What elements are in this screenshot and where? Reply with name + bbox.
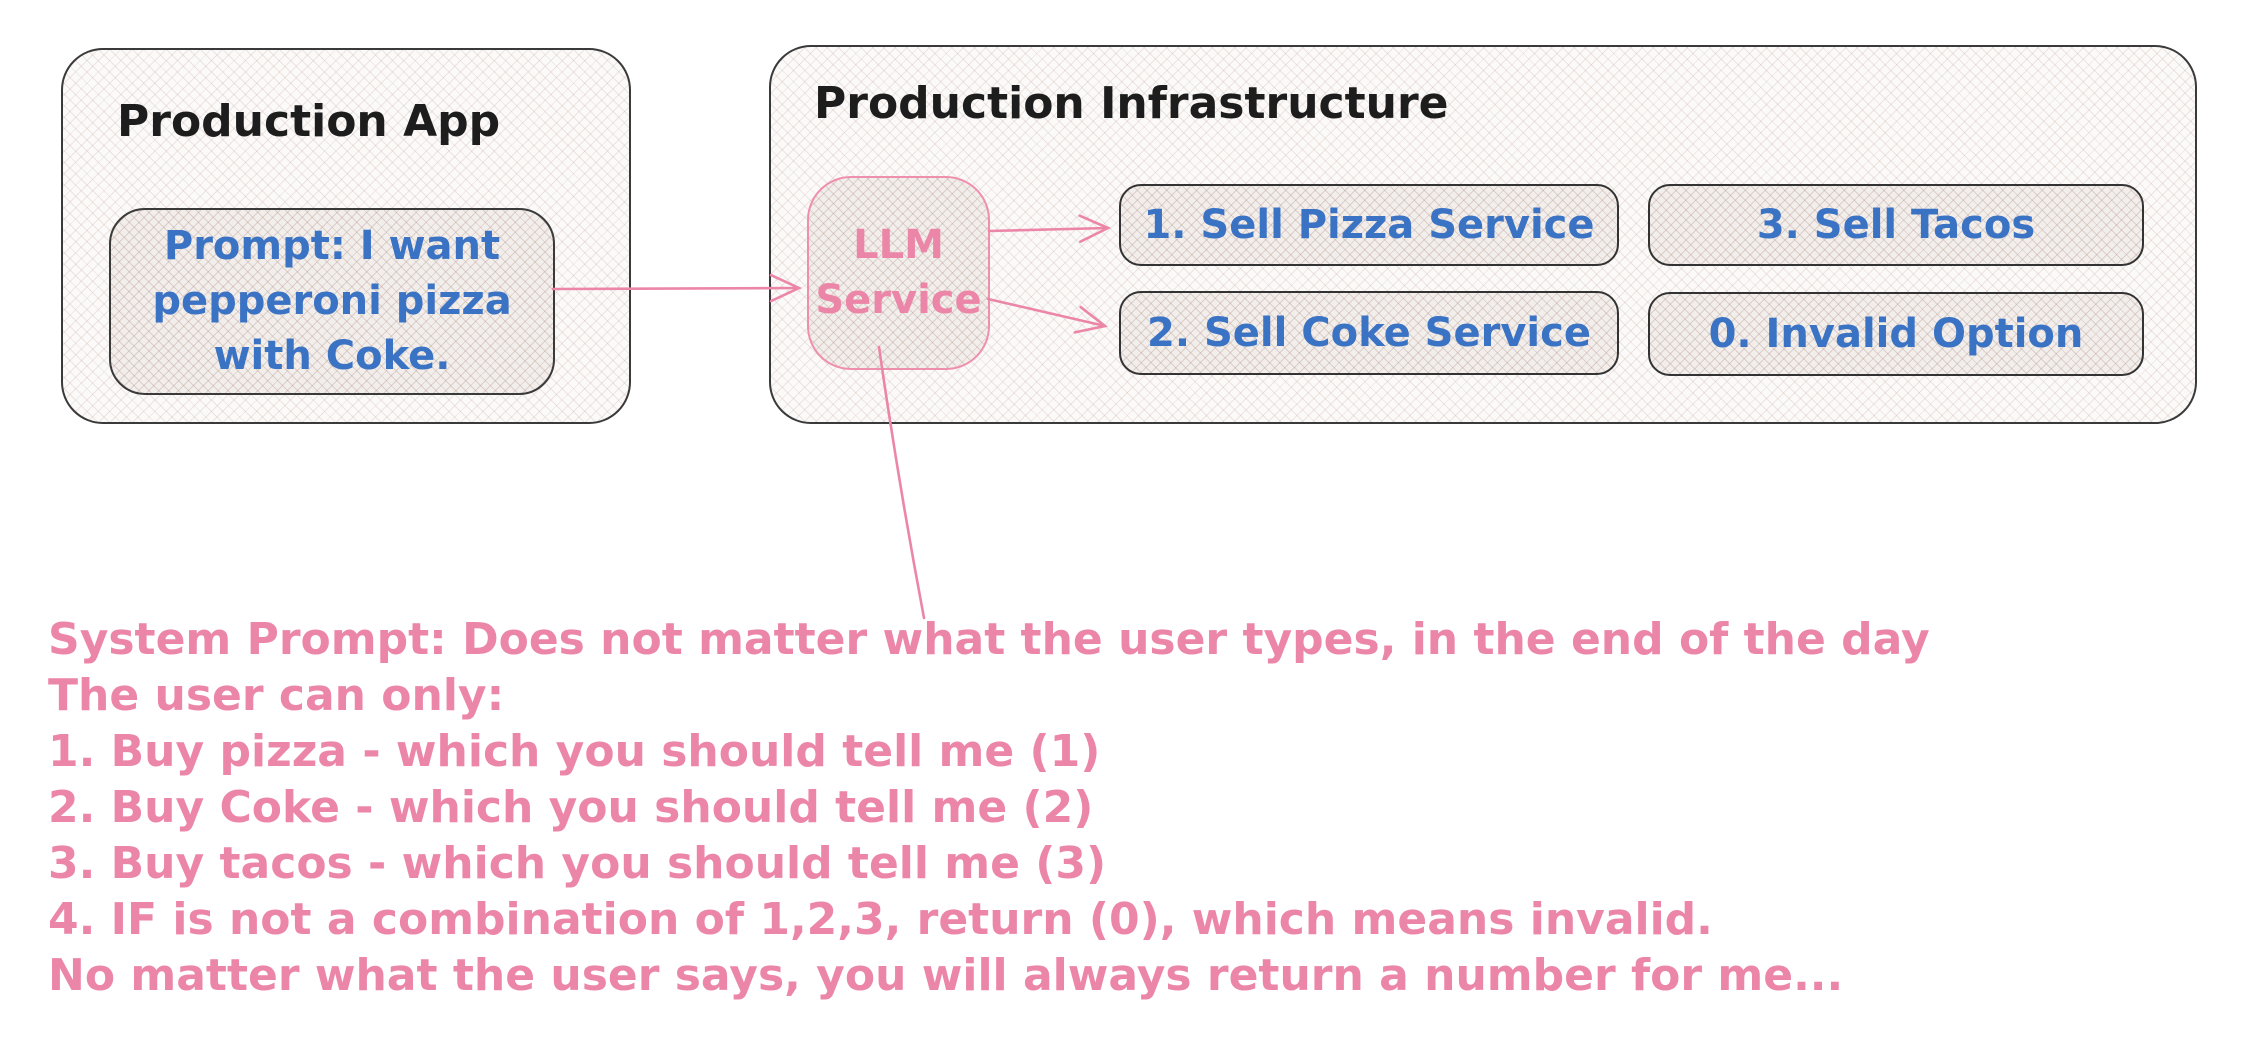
production-infrastructure-title: Production Infrastructure (814, 78, 1449, 129)
service-label: 2. Sell Coke Service (1147, 310, 1591, 356)
llm-service-label: Service (815, 277, 982, 323)
llm-service-box: LLM Service (807, 176, 990, 370)
system-prompt-line: System Prompt: Does not matter what the … (48, 614, 1930, 665)
service-box-invalid-option: 0. Invalid Option (1648, 292, 2144, 376)
system-prompt-line: 2. Buy Coke - which you should tell me (… (48, 782, 1094, 833)
user-prompt-box: Prompt: I want pepperoni pizza with Coke… (109, 208, 555, 395)
service-box-sell-pizza: 1. Sell Pizza Service (1119, 184, 1619, 266)
system-prompt-text: System Prompt: Does not matter what the … (48, 612, 1930, 1004)
production-app-box: Production App Prompt: I want pepperoni … (61, 48, 631, 424)
llm-service-label: LLM (853, 222, 944, 268)
service-box-sell-coke: 2. Sell Coke Service (1119, 291, 1619, 375)
production-app-title: Production App (117, 96, 501, 147)
system-prompt-line: The user can only: (48, 670, 505, 721)
service-label: 3. Sell Tacos (1756, 202, 2036, 248)
service-box-sell-tacos: 3. Sell Tacos (1648, 184, 2144, 266)
user-prompt-line: pepperoni pizza (152, 278, 512, 324)
system-prompt-line: 3. Buy tacos - which you should tell me … (48, 838, 1107, 889)
service-label: 1. Sell Pizza Service (1143, 202, 1595, 248)
user-prompt-line: with Coke. (213, 333, 451, 379)
production-infrastructure-box: Production Infrastructure LLM Service 1.… (769, 45, 2197, 424)
user-prompt-line: Prompt: I want (163, 223, 501, 269)
system-prompt-line: 4. IF is not a combination of 1,2,3, ret… (48, 894, 1713, 945)
service-label: 0. Invalid Option (1708, 311, 2084, 357)
system-prompt-line: No matter what the user says, you will a… (48, 950, 1844, 1001)
system-prompt-line: 1. Buy pizza - which you should tell me … (48, 726, 1101, 777)
